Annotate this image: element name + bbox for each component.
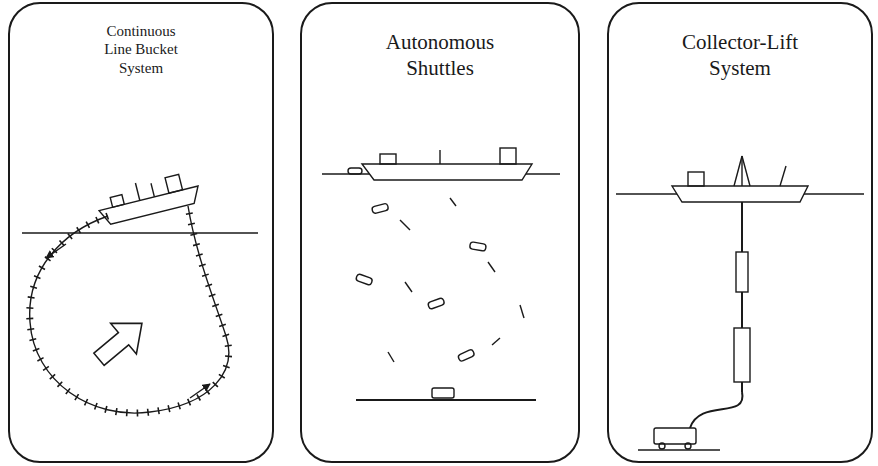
path-dash <box>520 305 524 318</box>
hollow-arrow-shape <box>86 308 155 375</box>
hollow-arrow <box>86 308 155 375</box>
path-dash <box>488 262 495 272</box>
ship-deckhouse <box>380 154 396 164</box>
shuttle <box>348 168 362 174</box>
panel-box: Collector-Lift System <box>607 2 873 463</box>
motion-arrow <box>46 244 66 258</box>
crane <box>780 166 786 186</box>
ship-mast <box>439 150 440 164</box>
shuttle <box>355 274 372 286</box>
panel-title: Autonomous Shuttles <box>370 30 510 81</box>
rope-buckets <box>30 206 229 413</box>
path-dash <box>450 198 456 206</box>
panel-box: Continuous Line Bucket System <box>8 2 274 463</box>
ship-bridge <box>500 148 516 164</box>
ship-deckhouse <box>110 195 124 208</box>
path-dash <box>492 338 500 345</box>
panel-box: Autonomous Shuttles <box>300 2 580 463</box>
bucket-ship <box>95 168 202 226</box>
bucket-line-illustration <box>22 168 258 413</box>
ship-mast <box>151 183 154 197</box>
seafloor-collector <box>432 388 454 398</box>
lift-pump <box>734 328 750 382</box>
seafloor <box>638 449 720 451</box>
derrick <box>742 156 750 186</box>
collector-wheel <box>659 443 665 449</box>
sea-surface <box>616 193 864 194</box>
seafloor-collector <box>654 428 696 444</box>
bucket-rope <box>30 206 229 413</box>
shuttle <box>427 297 444 309</box>
path-dash <box>405 282 412 292</box>
sea-surface <box>22 232 258 233</box>
seafloor <box>356 399 536 401</box>
ship-hull <box>99 186 202 226</box>
riser-pipe <box>741 202 743 392</box>
shuttles-illustration <box>322 148 560 400</box>
panel-title: Collector-Lift System <box>665 30 815 81</box>
riser-module <box>736 252 748 292</box>
platform-hull <box>672 186 808 202</box>
ship-bridge <box>165 174 182 193</box>
ship-mast <box>135 183 139 200</box>
shuttle <box>457 349 474 362</box>
shuttle <box>371 203 388 214</box>
sea-surface <box>322 173 560 174</box>
shuttle <box>469 242 486 252</box>
collector-lift-illustration <box>616 156 864 450</box>
path-dash <box>388 352 394 362</box>
platform-house <box>688 172 704 186</box>
flexible-hose <box>690 392 743 428</box>
panel-title: Continuous Line Bucket System <box>93 22 189 77</box>
derrick <box>734 156 742 186</box>
mother-ship-hull <box>362 164 532 180</box>
path-dash <box>400 220 410 230</box>
collector-wheel <box>685 443 691 449</box>
derrick <box>741 156 742 186</box>
motion-arrow <box>190 384 210 398</box>
